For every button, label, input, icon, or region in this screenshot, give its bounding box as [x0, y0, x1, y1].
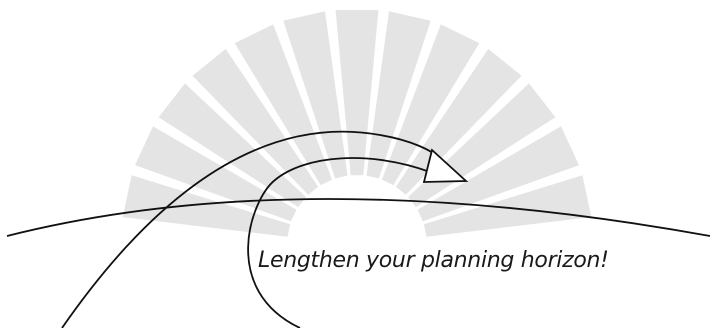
caption-text: Lengthen your planning horizon!	[258, 248, 609, 273]
horizon-line	[7, 199, 710, 236]
sunburst-rays	[123, 10, 592, 237]
